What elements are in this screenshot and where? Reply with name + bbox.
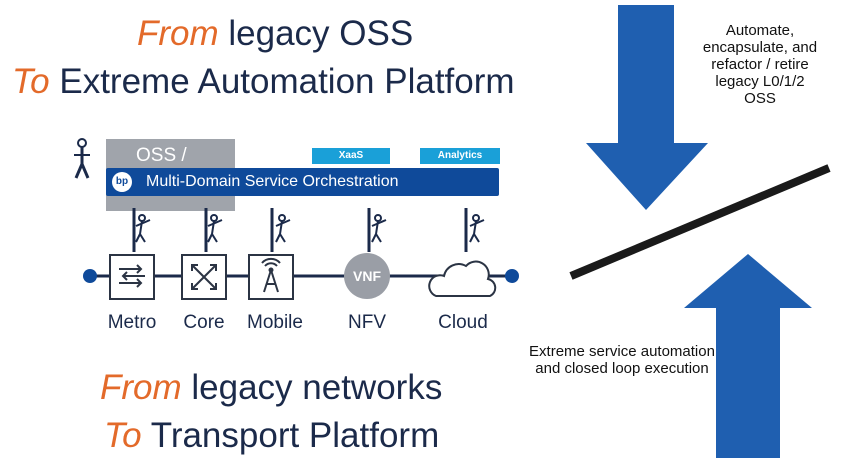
domain-label-core: Core [183,312,225,333]
mobile-device [248,254,294,300]
from-rest: legacy networks [181,368,443,407]
metro-device [109,254,155,300]
note-bottom: Extreme service automation and closed lo… [529,343,715,377]
analytics-tag: Analytics [420,148,500,164]
core-device [181,254,227,300]
bp-badge: bp [112,172,132,192]
network-endpoint-left [83,269,97,283]
to-rest: Extreme Automation Platform [49,62,515,101]
from-word: From [137,14,219,53]
operator-icons [135,214,485,243]
from-word: From [100,368,182,407]
network-endpoint-right [505,269,519,283]
divider-line [569,164,831,280]
headline-bottom-line1: From legacy networks [100,368,442,408]
from-rest: legacy OSS [218,14,414,53]
to-word: To [104,416,142,455]
oss-label: OSS / [136,145,187,166]
headline-top-line1: From legacy OSS [137,14,413,54]
headline-top-line2: To Extreme Automation Platform [12,62,515,102]
domain-label-cloud: Cloud [438,312,488,333]
orchestration-bar [106,168,499,196]
orchestration-label: Multi-Domain Service Orchestration [146,173,399,190]
domain-label-nfv: NFV [348,312,386,333]
vnf-circle: VNF [344,253,390,299]
bp-badge-text: bp [115,176,129,187]
switch-cross-icon [191,264,217,290]
person-icon [74,138,90,179]
router-arrows-icon [119,264,145,288]
domain-label-mobile: Mobile [247,312,303,333]
up-arrow-icon [684,254,812,458]
antenna-tower-icon [261,257,281,293]
down-arrow-icon [586,5,708,210]
domain-label-metro: Metro [107,312,157,333]
cloud-icon [428,260,497,297]
note-top: Automate, encapsulate, and refactor / re… [702,22,818,107]
xaas-tag: XaaS [312,148,390,164]
to-word: To [12,62,50,101]
to-rest: Transport Platform [141,416,440,455]
headline-bottom-line2: To Transport Platform [104,416,439,456]
vnf-label: VNF [353,268,381,284]
